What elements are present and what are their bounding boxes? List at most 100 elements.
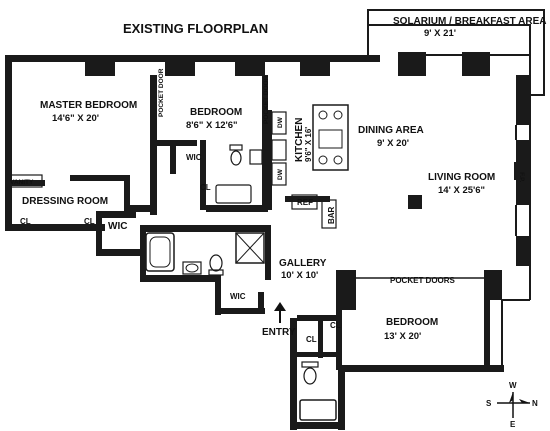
wall	[215, 275, 221, 315]
solarium-name: SOLARIUM / BREAKFAST AREA	[393, 16, 547, 27]
window-pier	[300, 58, 330, 76]
dw-label-1: DW	[277, 116, 284, 128]
bathtub-small	[215, 184, 252, 204]
toilet	[209, 254, 223, 272]
bedroom-large-name: BEDROOM	[386, 317, 438, 328]
interior-walls	[12, 75, 484, 370]
wall	[200, 140, 206, 210]
dw-label-2: DW	[277, 168, 284, 180]
kitchen-island	[312, 104, 349, 171]
column	[408, 195, 422, 209]
wall	[96, 211, 102, 256]
fixtures	[7, 104, 520, 421]
plan-title: EXISTING FLOORPLAN	[123, 21, 268, 36]
closet-label-2: CL	[84, 217, 95, 226]
right-pier	[516, 75, 530, 125]
toilet-upper	[230, 150, 242, 166]
wall	[150, 75, 157, 195]
bedroom-corner	[484, 270, 502, 365]
wall	[140, 225, 146, 275]
right-pier	[516, 236, 530, 266]
wall	[96, 211, 136, 218]
bar-counter	[321, 199, 337, 229]
solarium-dims: 9' X 21'	[424, 28, 456, 39]
column	[398, 52, 426, 76]
pocket-door-label-1: POCKET DOOR	[158, 68, 165, 117]
kitchen-dims: 9'6" X 16'	[304, 127, 313, 162]
wall	[70, 175, 150, 212]
wic-label-2: WIC	[108, 221, 127, 232]
wall	[102, 249, 140, 256]
compass-rose-icon: W S N E	[486, 381, 538, 429]
toilet-upper-tank	[229, 144, 243, 151]
bathtub-lower	[299, 399, 337, 421]
wic-label-3: WIC	[230, 292, 246, 301]
living-name: LIVING ROOM	[428, 172, 495, 183]
wall	[170, 146, 176, 174]
closet-label-5: CL	[306, 335, 317, 344]
wall	[258, 292, 264, 314]
dining-dims: 9' X 20'	[377, 138, 409, 149]
cooktop	[318, 129, 343, 149]
toilet-lower-tank	[301, 361, 319, 368]
gallery-dims: 10' X 10'	[281, 270, 318, 281]
fireplace	[514, 162, 520, 180]
bar-label: BAR	[327, 206, 336, 224]
entry-label: ENTRY	[262, 327, 296, 338]
wall	[206, 205, 268, 212]
bedroom-small-name: BEDROOM	[190, 107, 242, 118]
closet-label-4: CL	[330, 321, 341, 330]
window-pier	[165, 58, 195, 76]
exterior-walls	[5, 9, 545, 430]
toilet-tank	[208, 269, 224, 276]
wall	[297, 352, 342, 357]
pocket-door-label-2: POCKET DOOR	[263, 75, 270, 124]
compass-north: N	[532, 399, 538, 408]
wall	[157, 140, 197, 146]
dining-name: DINING AREA	[358, 125, 424, 136]
bedroom-small-dims: 8'6" X 12'6"	[186, 120, 238, 131]
wall	[12, 180, 45, 186]
bedroom-bottom-wall	[338, 365, 504, 430]
wall	[336, 310, 342, 370]
pocket-doors-label: POCKET DOORS	[390, 276, 456, 285]
shower-x	[235, 232, 265, 264]
room-labels: SOLARIUM / BREAKFAST AREA 9' X 21' MASTE…	[22, 16, 547, 342]
sink-basin	[185, 263, 199, 273]
compass-south: S	[486, 399, 492, 408]
kitchen-name: KITCHEN	[294, 118, 305, 162]
window-pier	[235, 58, 265, 76]
compass-west: W	[509, 381, 517, 390]
wall	[268, 110, 272, 210]
bath-bottom-wall	[290, 422, 345, 429]
burner	[318, 155, 328, 165]
wall	[215, 308, 265, 314]
ref-label: REF	[297, 198, 313, 207]
bathtub-inner	[149, 236, 171, 268]
bathtub	[145, 232, 175, 272]
bottom-left-wall	[5, 224, 105, 231]
burner	[318, 110, 328, 120]
compass-east: E	[510, 420, 516, 429]
living-dims: 14' X 25'6"	[438, 185, 485, 196]
vanity-label: VANITY	[10, 179, 34, 186]
vanity-box	[7, 174, 43, 188]
closet-label-1: CL	[20, 217, 31, 226]
sink-upper	[249, 149, 263, 165]
bedroom-large-dims: 13' X 20'	[384, 331, 421, 342]
wall	[262, 75, 268, 205]
toilet-lower	[303, 367, 317, 385]
right-pier	[516, 140, 530, 205]
sink	[182, 261, 202, 275]
wall	[318, 318, 323, 358]
kitchen-sink	[271, 139, 287, 161]
wall	[140, 225, 270, 232]
wall	[265, 225, 271, 280]
dishwasher-2	[271, 162, 287, 186]
wall	[336, 270, 356, 310]
bath-left-wall	[290, 318, 297, 430]
dishwasher-1	[271, 111, 287, 135]
wall	[285, 196, 330, 202]
wall	[150, 190, 157, 215]
